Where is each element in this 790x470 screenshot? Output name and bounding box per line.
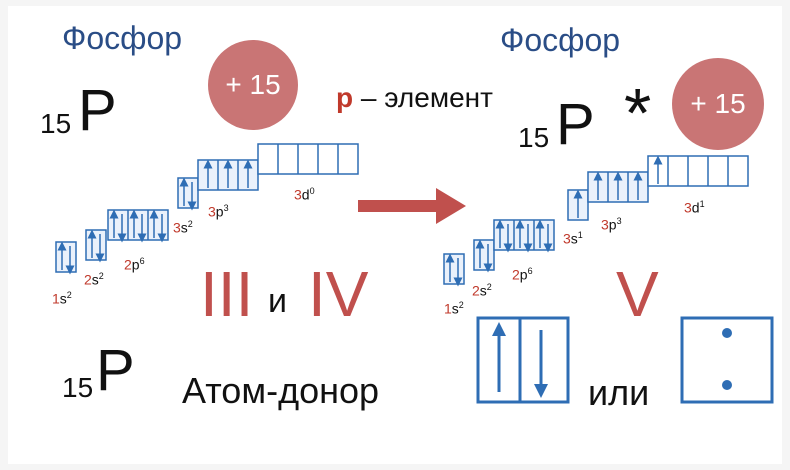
left-label-2s: 2s2 bbox=[84, 271, 104, 288]
right-3d-orbital bbox=[647, 155, 749, 187]
left-2p-orbital bbox=[107, 209, 169, 243]
right-label-3p: 3p3 bbox=[601, 216, 622, 233]
left-nucleus: + 15 bbox=[208, 40, 298, 130]
lone-pair-dots-box bbox=[680, 316, 774, 404]
right-3p-orbital bbox=[587, 171, 649, 203]
left-title: Фосфор bbox=[62, 20, 183, 56]
right-valence: V bbox=[616, 258, 659, 330]
left-label-3d: 3d0 bbox=[294, 186, 315, 203]
left-label-3p: 3p3 bbox=[208, 203, 229, 220]
left-2s-orbital bbox=[85, 229, 107, 263]
left-label-2p: 2p6 bbox=[124, 256, 145, 273]
right-title: Фосфор bbox=[500, 22, 621, 58]
right-label-2s: 2s2 bbox=[472, 282, 492, 299]
element-type-label: p – элемент bbox=[336, 82, 493, 114]
right-nucleus: + 15 bbox=[672, 58, 764, 150]
right-2s-orbital bbox=[473, 239, 495, 273]
left-valence-1: III bbox=[200, 258, 254, 330]
left-symbol: P bbox=[78, 78, 117, 143]
right-1s-orbital bbox=[443, 253, 465, 287]
right-symbol: P bbox=[556, 92, 595, 157]
or-label: или bbox=[588, 372, 650, 413]
right-label-3d: 3d1 bbox=[684, 199, 705, 216]
left-3s-orbital bbox=[177, 177, 199, 211]
excitation-arrow bbox=[358, 188, 466, 224]
electron-pair-box bbox=[476, 316, 570, 404]
left-label-1s: 1s2 bbox=[52, 290, 72, 307]
left-label-3s: 3s2 bbox=[173, 219, 193, 236]
right-label-1s: 1s2 bbox=[444, 300, 464, 317]
right-atomic-number: 15 bbox=[518, 122, 550, 153]
element-type-text: – элемент bbox=[353, 82, 493, 113]
element-type-letter: p bbox=[336, 82, 354, 113]
left-3p-orbital bbox=[197, 159, 259, 191]
left-valence-conj: и bbox=[268, 282, 287, 320]
left-valence-2: IV bbox=[308, 258, 369, 330]
right-label-2p: 2p6 bbox=[512, 266, 533, 283]
bottom-symbol: P bbox=[96, 338, 135, 403]
right-excited-mark: * bbox=[624, 74, 652, 152]
right-2p-orbital bbox=[493, 219, 555, 253]
right-3s-orbital bbox=[567, 189, 589, 221]
right-nucleus-charge: + 15 bbox=[690, 88, 746, 119]
bottom-atomic-number: 15 bbox=[62, 372, 94, 403]
left-atomic-number: 15 bbox=[40, 108, 72, 139]
donor-label: Атом-донор bbox=[182, 370, 380, 411]
left-3d-orbital bbox=[257, 143, 359, 175]
left-nucleus-charge: + 15 bbox=[225, 69, 281, 100]
left-1s-orbital bbox=[55, 241, 77, 275]
right-label-3s: 3s1 bbox=[563, 230, 583, 247]
